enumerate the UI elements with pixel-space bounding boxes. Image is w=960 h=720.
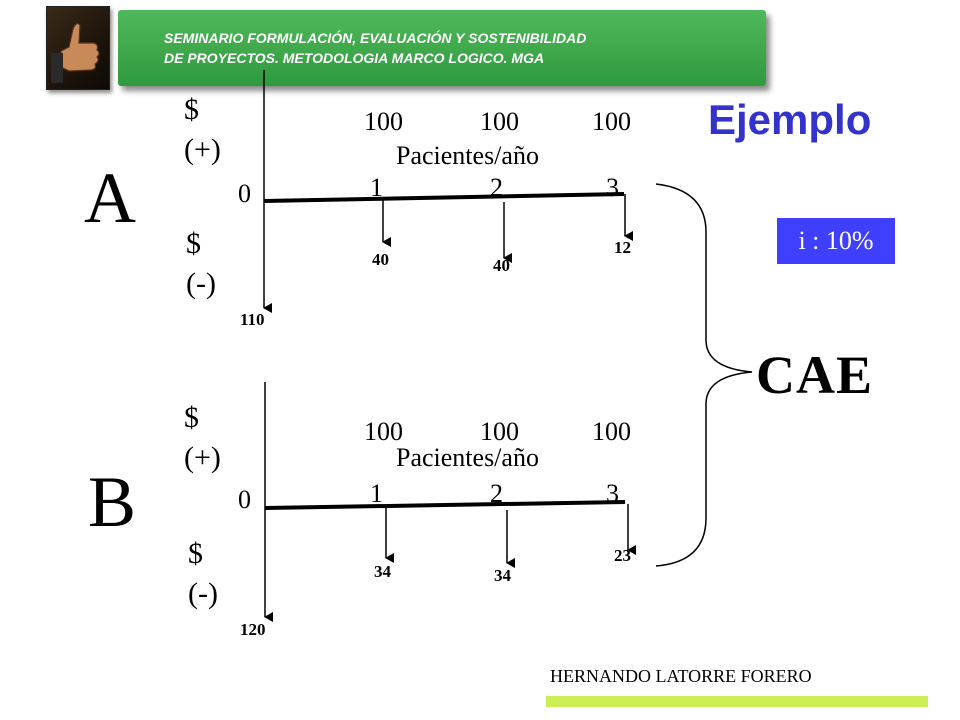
diagram-b-benefit-2: 100 xyxy=(480,417,519,446)
header-title: SEMINARIO FORMULACIÓN, EVALUACIÓN Y SOST… xyxy=(164,30,587,66)
diagram-b-income-sign: (+) xyxy=(184,441,221,474)
diagram-b-cost-3: 23 xyxy=(614,546,631,565)
diagram-b-period-3: 3 xyxy=(606,479,619,508)
diagram-a-cost-sign: (-) xyxy=(186,267,216,300)
diagram-b-letter: B xyxy=(88,462,137,542)
diagram-b-initial-cost: 120 xyxy=(240,620,266,639)
diagram-b-period-2: 2 xyxy=(490,479,503,508)
diagram-a-income-symbol: $ xyxy=(184,93,199,126)
grouping-brace xyxy=(655,183,753,567)
diagram-a-benefit-2: 100 xyxy=(480,107,519,136)
diagram-a-benefit-1: 100 xyxy=(364,107,403,136)
interest-rate-box: i : 10% xyxy=(777,218,895,264)
thumbs-up-icon xyxy=(46,6,110,90)
diagram-b-time-axis xyxy=(264,500,626,510)
author-name: HERNANDO LATORRE FORERO xyxy=(550,666,812,686)
diagram-a-benefit-3: 100 xyxy=(592,107,631,136)
result-label: CAE xyxy=(756,345,874,405)
diagram-a-cost-3: 12 xyxy=(614,238,631,257)
header-banner xyxy=(118,10,766,86)
diagram-a-cost-2: 40 xyxy=(493,256,510,275)
diagram-b-income-symbol: $ xyxy=(184,401,199,434)
diagram-b-unit-label: Pacientes/año xyxy=(396,443,539,472)
diagram-b-cost-1: 34 xyxy=(374,562,391,581)
diagram-b-cost-symbol: $ xyxy=(188,537,203,570)
diagram-b-period-1: 1 xyxy=(370,479,383,508)
diagram-b-cost-2: 34 xyxy=(494,566,511,585)
diagram-b-period-0: 0 xyxy=(238,485,251,514)
diagram-b-benefit-3: 100 xyxy=(592,417,631,446)
diagram-a-time-axis xyxy=(263,192,625,203)
diagram-b-cost-sign: (-) xyxy=(188,577,218,610)
diagram-a-unit-label: Pacientes/año xyxy=(396,141,539,170)
diagram-a-cost-1: 40 xyxy=(372,250,389,269)
diagram-a-income-sign: (+) xyxy=(184,133,221,166)
diagram-a-initial-cost: 110 xyxy=(240,310,265,329)
slide-heading: Ejemplo xyxy=(708,96,872,143)
diagram-a-period-3: 3 xyxy=(606,173,619,202)
diagram-a-period-2: 2 xyxy=(490,173,503,202)
diagram-a-period-1: 1 xyxy=(370,173,383,202)
footer-bar xyxy=(546,696,928,707)
diagram-b-benefit-1: 100 xyxy=(364,417,403,446)
diagram-a-cost-symbol: $ xyxy=(186,227,201,260)
diagram-a-letter: A xyxy=(84,158,136,238)
diagram-a-period-0: 0 xyxy=(238,179,251,208)
